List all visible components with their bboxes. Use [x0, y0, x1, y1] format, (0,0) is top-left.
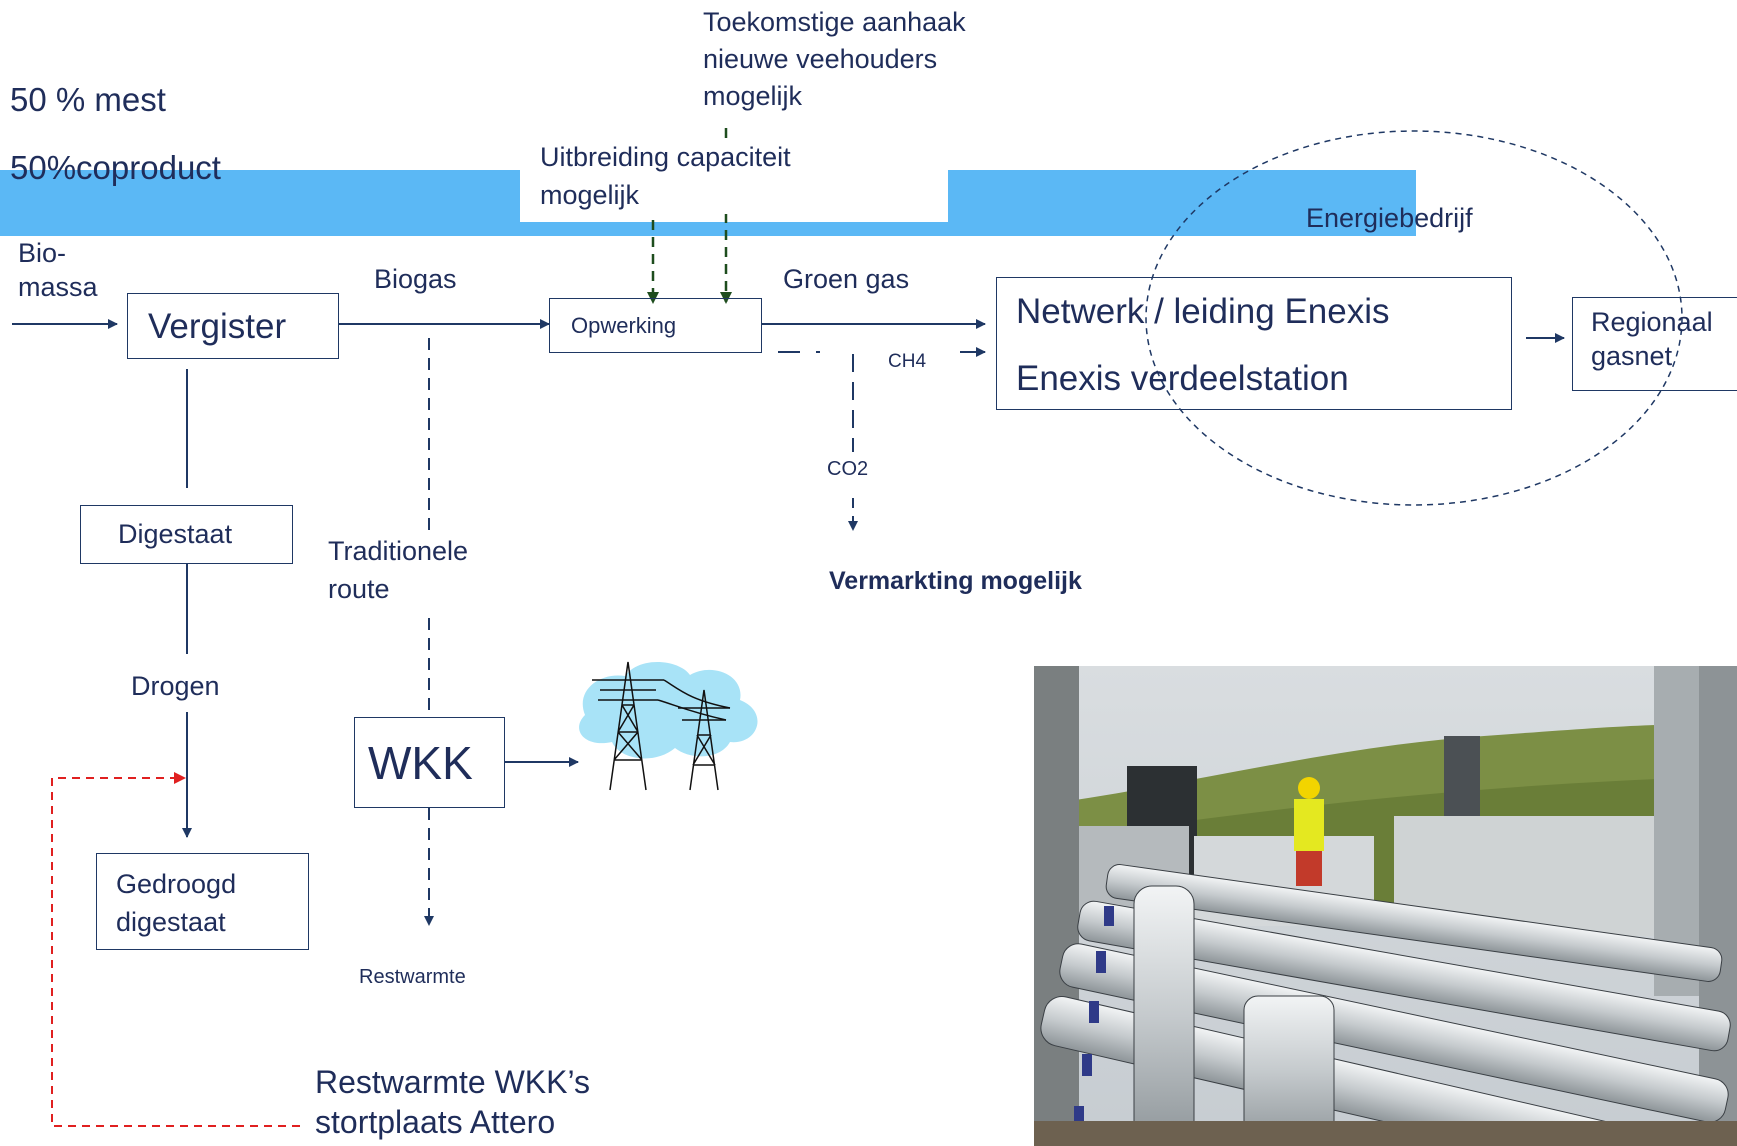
vergister-box — [127, 293, 339, 359]
traditionele-line2: route — [328, 574, 390, 604]
expansion-note-line1: Uitbreiding capaciteit — [540, 142, 791, 172]
coproduct-percentage: 50%coproduct — [10, 149, 221, 186]
future-note-line2: nieuwe veehouders — [703, 44, 938, 74]
co2-label: CO2 — [827, 458, 869, 480]
header-banner-middle — [520, 222, 948, 236]
opwerking-label: Opwerking — [571, 313, 677, 338]
installation-photo — [1034, 666, 1737, 1146]
regionaal-line2: gasnet — [1591, 341, 1673, 371]
biogas-label: Biogas — [374, 264, 457, 294]
gedroogd-digestaat-box — [96, 853, 309, 950]
regionaal-gasnet-box — [1572, 297, 1737, 391]
energy-company-label: Energiebedrijf — [1306, 203, 1473, 233]
traditionele-route-label: Traditionele route — [328, 532, 468, 608]
expansion-note: Uitbreiding capaciteit mogelijk — [540, 138, 795, 214]
vermarkting-label: Vermarkting mogelijk — [829, 567, 1082, 595]
biomassa-label-line1: Bio- — [18, 238, 67, 268]
restwarmte-wkk-label: Restwarmte WKK’s stortplaats Attero — [315, 1062, 590, 1142]
netwerk-box — [996, 277, 1512, 410]
restwarmte-wkk-line2: stortplaats Attero — [315, 1104, 556, 1140]
drogen-label: Drogen — [131, 671, 220, 701]
mest-percentage: 50 % mest — [10, 81, 166, 118]
regionaal-gasnet-label: Regionaal gasnet — [1591, 305, 1713, 373]
opwerking-box — [549, 298, 762, 353]
future-note: Toekomstige aanhaak nieuwe veehouders mo… — [703, 4, 966, 115]
biomassa-label-line2: massa — [18, 272, 98, 302]
regionaal-line1: Regionaal — [1591, 307, 1713, 337]
gedroogd-digestaat-label: Gedroogd digestaat — [116, 865, 236, 941]
wkk-box — [354, 717, 505, 808]
verdeelstation-label: Enexis verdeelstation — [1016, 359, 1349, 398]
gedroogd-line1: Gedroogd — [116, 869, 237, 899]
arrow-restwarmte-attero — [51, 772, 300, 1127]
header-banner-left — [0, 170, 520, 236]
restwarmte-wkk-line1: Restwarmte WKK’s — [315, 1064, 591, 1100]
digestaat-box — [80, 505, 293, 564]
groen-gas-label: Groen gas — [783, 264, 910, 294]
netwerk-label: Netwerk / leiding Enexis — [1016, 292, 1390, 331]
vergister-label: Vergister — [148, 307, 287, 346]
power-pylon-icon — [579, 661, 758, 791]
wkk-label: WKK — [368, 737, 473, 789]
traditionele-line1: Traditionele — [328, 536, 469, 566]
biomassa-label: Bio- massa — [18, 236, 98, 304]
future-note-line3: mogelijk — [703, 81, 803, 111]
digestaat-label: Digestaat — [118, 519, 233, 549]
expansion-note-line2: mogelijk — [540, 180, 640, 210]
restwarmte-label: Restwarmte — [359, 966, 466, 988]
future-note-line1: Toekomstige aanhaak — [703, 7, 966, 37]
gedroogd-line2: digestaat — [116, 907, 226, 937]
header-banner-right — [948, 170, 1416, 236]
ch4-label: CH4 — [888, 351, 927, 372]
energy-company-ellipse — [1145, 130, 1683, 506]
